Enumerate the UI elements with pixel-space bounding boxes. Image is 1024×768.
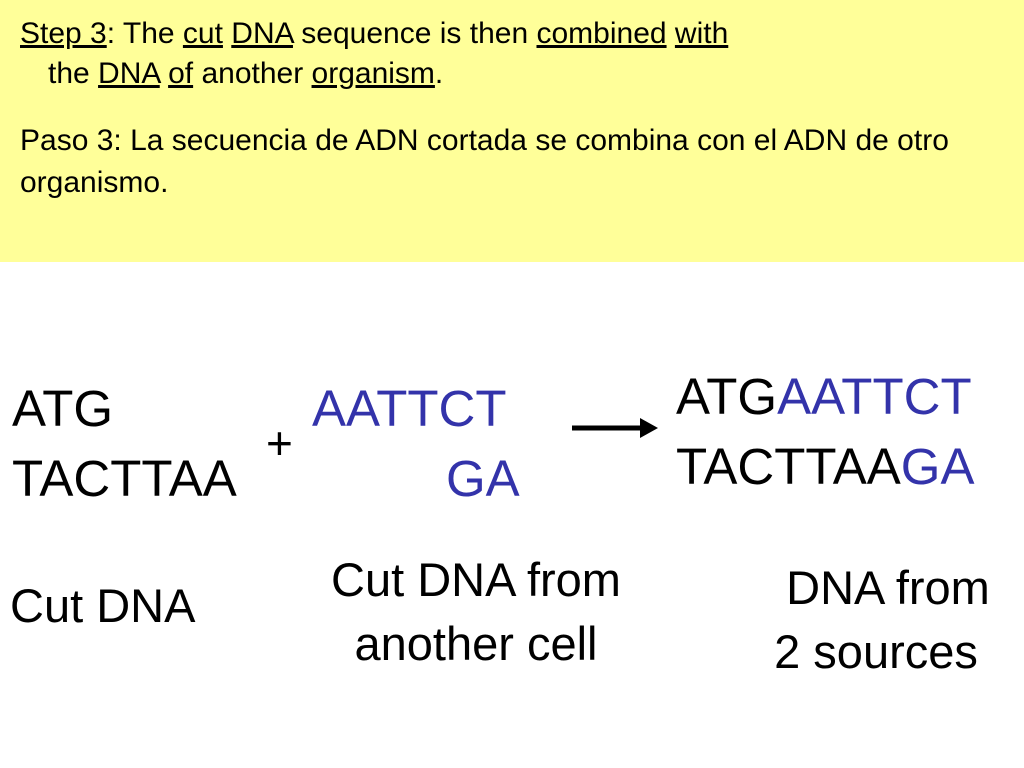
middle-strand-bottom: GA [446,450,520,507]
right-strand-top: ATGAATTCT [676,368,972,425]
left-strand-bottom: TACTTAA [12,450,237,507]
right-arrow-icon [572,418,658,438]
header-panel: Step 3: The cut DNA sequence is then com… [0,0,1024,262]
caption-cut-dna-from-another-cell: Cut DNA from another cell [331,553,621,670]
plus-sign: + [266,417,293,469]
caption-dna-from-2-sources: DNA from 2 sources [774,561,990,678]
step-spanish: Paso 3: La secuencia de ADN cortada se c… [20,124,949,199]
step-label: Step 3 [20,17,107,50]
caption-cut-dna: Cut DNA [10,579,196,632]
right-strand-bottom: TACTTAAGA [676,438,975,495]
step-english: Step 3: The cut DNA sequence is then com… [20,17,729,90]
middle-strand-top: AATTCT [312,380,507,437]
left-strand-top: ATG [12,380,114,437]
